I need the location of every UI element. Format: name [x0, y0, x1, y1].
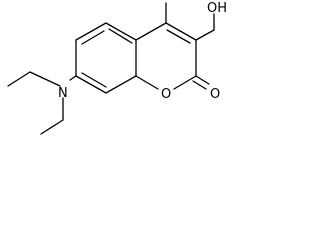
bond-o1-c8a	[135, 75, 159, 90]
bond-n-ethyl1-b	[7, 71, 31, 87]
bond-c2-o1	[173, 75, 197, 90]
bond-n-ethyl1-a	[29, 71, 61, 87]
hydroxyl-label: OH	[207, 1, 227, 16]
bond-ring-6-inner	[81, 30, 105, 45]
bond-c4-c3	[165, 22, 197, 41]
bond-ring-1-inner	[108, 28, 133, 44]
bond-n-ethyl2-b	[40, 119, 64, 135]
bond-ch2	[195, 29, 215, 41]
ring-oxygen-label: O	[161, 87, 171, 102]
carbonyl-oxygen-label: O	[210, 87, 220, 102]
structure-canvas: N O O OH	[0, 0, 234, 147]
bond-c4-c3-inner	[166, 29, 191, 44]
bond-c4a-c4	[135, 22, 167, 41]
bond-carbonyl-2	[192, 80, 207, 90]
bond-ring-6	[75, 22, 107, 41]
bond-ring-n	[69, 75, 77, 81]
bond-ring-4-inner	[81, 72, 107, 88]
chemical-structure-diagram: N O O OH	[7, 1, 227, 135]
bond-ring-4	[75, 75, 107, 94]
bond-ring-1	[105, 22, 137, 41]
bond-ring-3	[105, 75, 137, 94]
nitrogen-label: N	[58, 86, 68, 101]
bond-carbonyl-1	[195, 75, 210, 85]
